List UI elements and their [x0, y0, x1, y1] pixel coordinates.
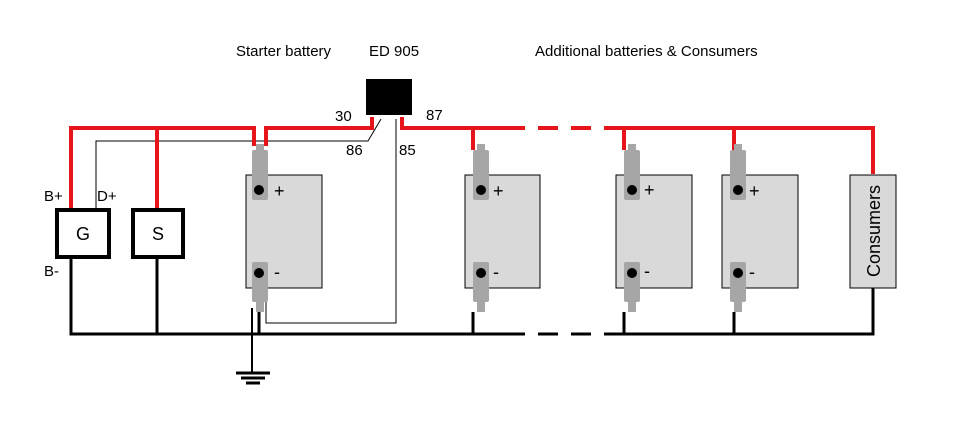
pin-86-label: 86 [346, 142, 363, 159]
pin-85-label: 85 [399, 142, 416, 159]
starter-box [131, 208, 185, 259]
pin-85-wire [265, 119, 397, 324]
generator-label: G [76, 224, 90, 244]
minus-sign: - [493, 262, 499, 282]
relay-box [366, 79, 412, 115]
plus-sign: + [493, 181, 504, 201]
generator-box [55, 208, 111, 259]
b-plus-label: B+ [44, 188, 63, 205]
starter-battery: + - [245, 144, 323, 312]
d-plus-wire [95, 118, 382, 208]
additional-label: Additional batteries & Consumers [535, 43, 758, 60]
starter-battery-label: Starter battery [236, 43, 332, 60]
control-wires [95, 118, 397, 324]
pin-87-label: 87 [426, 107, 443, 124]
minus-sign: - [274, 262, 280, 282]
additional-battery-3: + - [721, 144, 799, 312]
pin-30-label: 30 [335, 108, 352, 125]
positive-bus [69, 117, 875, 208]
relay-model-label: ED 905 [369, 43, 419, 60]
plus-sign: + [274, 181, 285, 201]
plus-sign: + [749, 181, 760, 201]
negative-bus [69, 258, 875, 336]
minus-sign: - [644, 261, 650, 281]
additional-battery-2: + - [615, 144, 693, 312]
d-plus-label: D+ [97, 188, 117, 205]
minus-sign: - [749, 262, 755, 282]
starter-label: S [152, 224, 164, 244]
additional-battery-1: + - [464, 144, 541, 312]
plus-sign: + [644, 180, 655, 200]
consumers-label: Consumers [864, 185, 884, 277]
consumers-box: Consumers [849, 174, 897, 289]
b-minus-label: B- [44, 263, 59, 280]
ground-symbol-icon [236, 308, 270, 385]
